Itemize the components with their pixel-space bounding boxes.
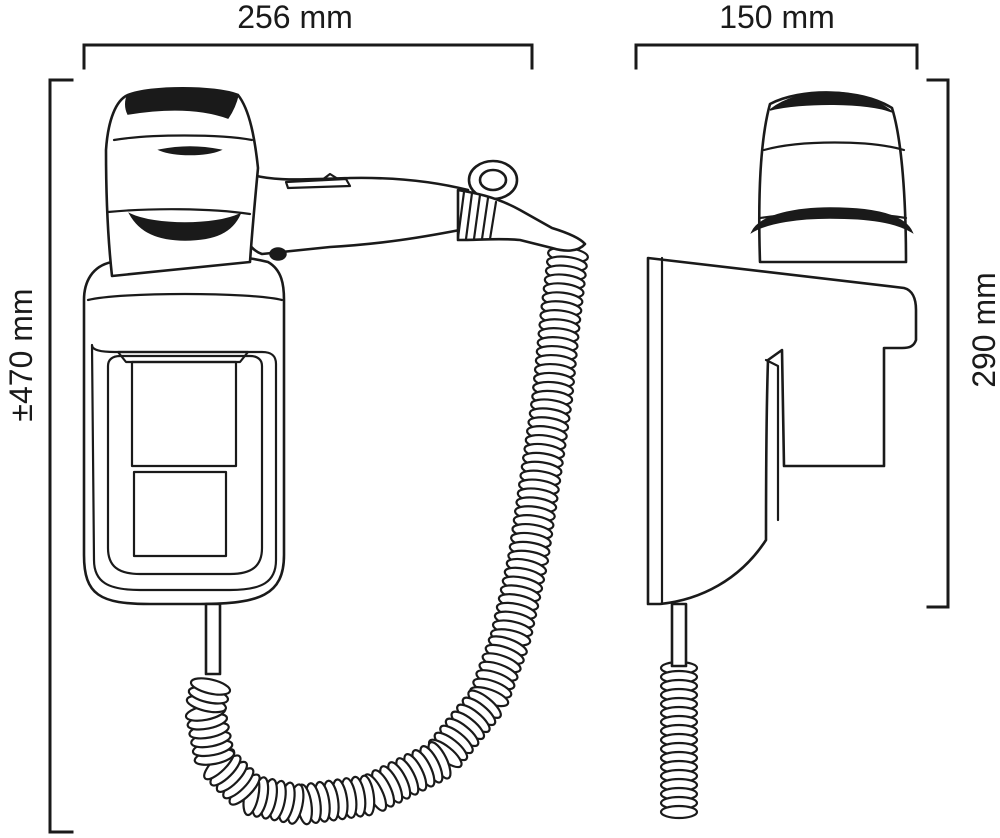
head-mid-vent (157, 146, 223, 156)
unit-height-label: 290 mm (966, 272, 1000, 388)
side-cord-exit (670, 602, 688, 668)
width-side-bracket (634, 43, 919, 70)
head-lower-vent (128, 212, 242, 241)
dryer-head (104, 87, 260, 278)
side-wall-holder (646, 256, 918, 606)
cord-coil (189, 677, 232, 696)
holder-cord-exit (204, 602, 222, 676)
total-height-bracket (48, 78, 74, 834)
cord-coil (659, 804, 699, 820)
nozzle-slot (116, 350, 250, 364)
side-top-vent (769, 91, 893, 113)
power-switch (284, 177, 352, 190)
width-front-bracket (82, 43, 534, 70)
holder-top-rim (86, 292, 284, 302)
wall-holder (82, 253, 286, 606)
width-front-label: 256 mm (237, 0, 353, 35)
total-height-label: ±470 mm (3, 288, 39, 421)
coiled-cord-front (184, 246, 589, 826)
head-top-vent (125, 87, 239, 119)
dryer-handle (238, 168, 472, 256)
handle-button (269, 247, 287, 261)
unit-height-bracket (926, 78, 950, 609)
width-side-label: 150 mm (719, 0, 835, 35)
coiled-cord-side (659, 660, 699, 820)
side-view (646, 91, 918, 820)
holder-panel (90, 343, 278, 592)
side-dryer-head (758, 91, 908, 264)
holder-window (132, 470, 228, 558)
front-view (82, 87, 589, 826)
